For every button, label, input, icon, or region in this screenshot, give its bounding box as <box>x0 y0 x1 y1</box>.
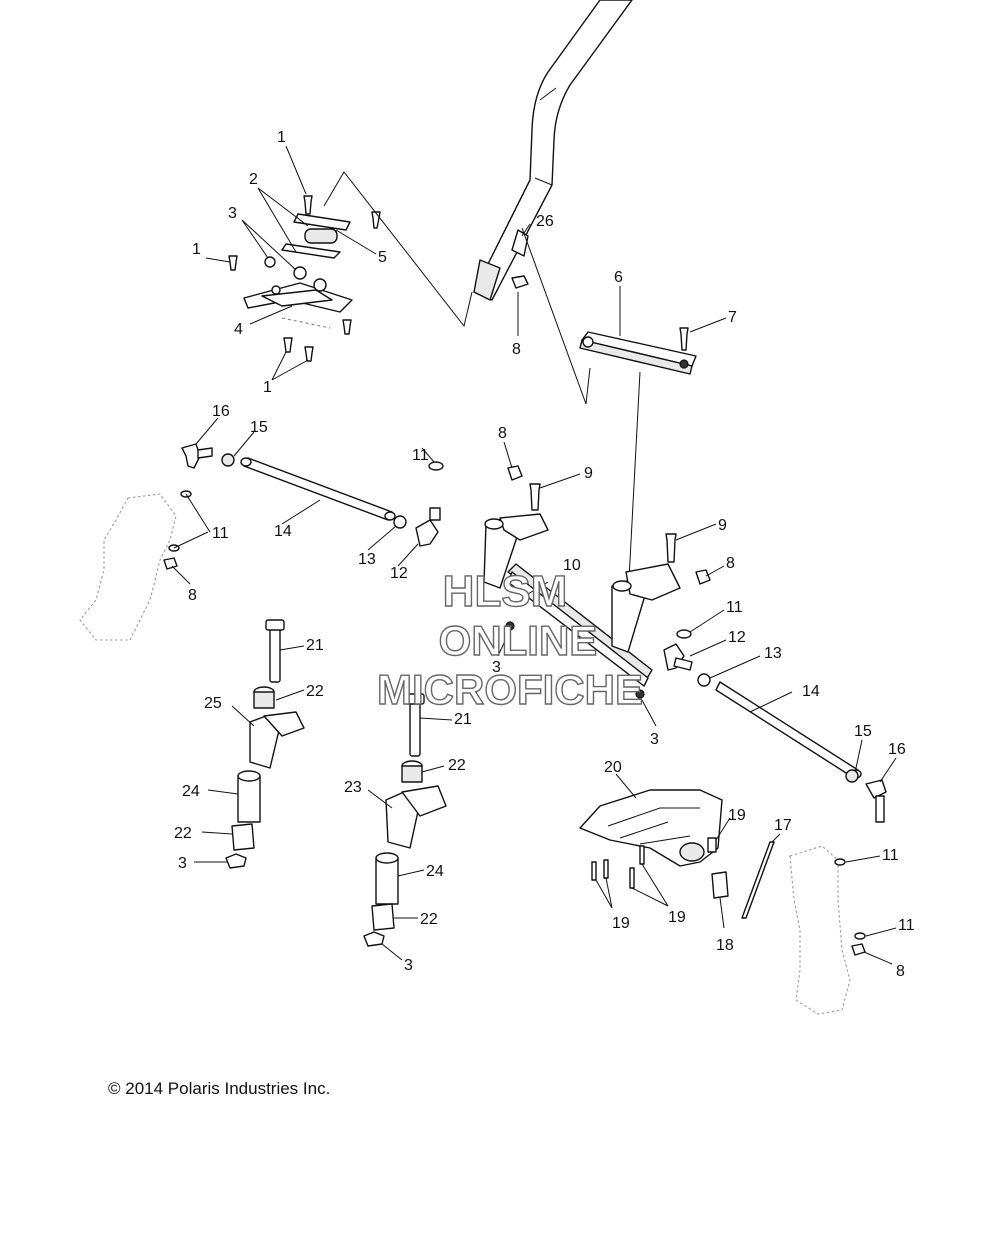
callout-3: 3 <box>404 957 413 974</box>
copyright-text: © 2014 Polaris Industries Inc. <box>108 1079 330 1098</box>
left-knuckle-ghost <box>79 493 177 641</box>
callout-22: 22 <box>306 683 324 700</box>
callout-23: 23 <box>344 779 362 796</box>
callout-7: 7 <box>728 309 737 326</box>
callout-16: 16 <box>888 741 906 758</box>
callout-14: 14 <box>802 683 820 700</box>
pitman-arm-bracket <box>579 327 697 375</box>
left-pivot-stack <box>225 619 305 869</box>
callout-6: 6 <box>614 269 623 286</box>
callout-22: 22 <box>174 825 192 842</box>
callout-8: 8 <box>896 963 905 980</box>
callout-18: 18 <box>716 937 734 954</box>
callout-2: 2 <box>249 171 258 188</box>
callout-26: 26 <box>536 213 554 230</box>
callout-11: 11 <box>726 599 743 616</box>
callout-14: 14 <box>274 523 292 540</box>
callout-22: 22 <box>448 757 466 774</box>
callout-3: 3 <box>228 205 237 222</box>
callout-12: 12 <box>390 565 408 582</box>
watermark-line3: MICROFICHE <box>377 666 643 713</box>
callout-24: 24 <box>426 863 444 880</box>
right-knuckle-fasteners <box>834 858 866 956</box>
callout-21: 21 <box>306 637 324 654</box>
callout-1: 1 <box>263 379 272 396</box>
callout-19: 19 <box>728 807 746 824</box>
callout-leaders <box>171 145 897 965</box>
callout-11: 11 <box>412 447 429 464</box>
callout-10: 10 <box>563 557 581 574</box>
callout-9: 9 <box>718 517 727 534</box>
callout-8: 8 <box>512 341 521 358</box>
callout-21: 21 <box>454 711 472 728</box>
steering-cover <box>579 789 775 919</box>
right-tie-rod-set <box>663 629 887 823</box>
callout-5: 5 <box>378 249 387 266</box>
callout-11: 11 <box>898 917 915 934</box>
callout-11: 11 <box>212 525 229 542</box>
callout-19: 19 <box>612 915 630 932</box>
assembly-leader <box>323 171 473 328</box>
callout-15: 15 <box>854 723 872 740</box>
center-steering-linkage <box>483 465 711 699</box>
watermark-line1: HLSM <box>443 567 568 616</box>
callout-9: 9 <box>584 465 593 482</box>
callout-8: 8 <box>498 425 507 442</box>
callout-12: 12 <box>728 629 746 646</box>
steering-column <box>473 0 633 301</box>
callout-20: 20 <box>604 759 622 776</box>
right-knuckle-ghost <box>789 845 851 1015</box>
callout-3: 3 <box>178 855 187 872</box>
callout-13: 13 <box>764 645 782 662</box>
callout-22: 22 <box>420 911 438 928</box>
callout-3: 3 <box>492 659 501 676</box>
column-mount-assembly <box>228 195 381 362</box>
callout-1: 1 <box>192 241 201 258</box>
left-tie-rod-set <box>163 443 444 570</box>
callout-8: 8 <box>726 555 735 572</box>
arm-leader <box>627 371 641 599</box>
center-pivot-stack <box>363 693 447 947</box>
nut-8-top <box>511 275 529 289</box>
watermark-line2: ONLINE <box>439 617 598 664</box>
callout-17: 17 <box>774 817 792 834</box>
callout-3: 3 <box>650 731 659 748</box>
callout-24: 24 <box>182 783 200 800</box>
callout-4: 4 <box>234 321 243 338</box>
callout-15: 15 <box>250 419 268 436</box>
callout-8: 8 <box>188 587 197 604</box>
column-leader-right <box>521 227 591 405</box>
callout-1: 1 <box>277 129 286 146</box>
watermark: HLSM ONLINE MICROFICHE <box>376 566 643 713</box>
callout-labels: 1 2 3 5 1 4 1 26 8 6 7 16 15 11 14 11 13… <box>174 129 915 980</box>
callout-19: 19 <box>668 909 686 926</box>
callout-16: 16 <box>212 403 230 420</box>
callout-25: 25 <box>204 695 222 712</box>
callout-11: 11 <box>882 847 899 864</box>
callout-13: 13 <box>358 551 376 568</box>
